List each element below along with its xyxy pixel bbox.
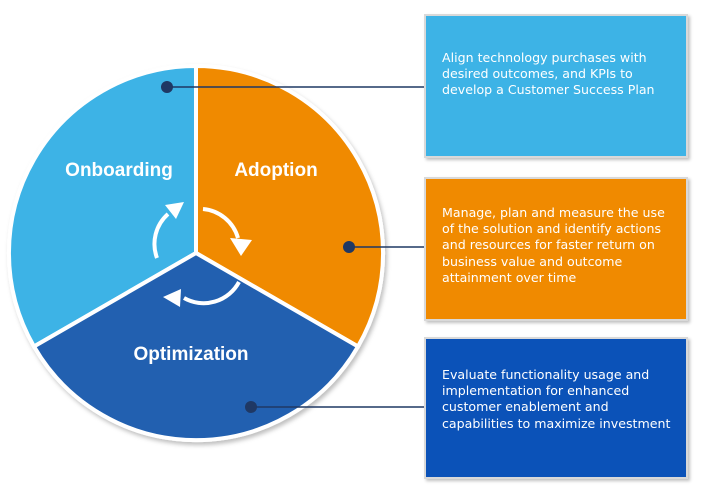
dot-icon (161, 81, 173, 93)
onboarding-card: Align technology purchases with desired … (424, 14, 688, 158)
optimization-label: Optimization (133, 344, 248, 365)
optimization-card-text: Evaluate functionality usage and impleme… (442, 367, 671, 431)
onboarding-segment (6, 63, 198, 350)
onboarding-label: Onboarding (65, 160, 173, 181)
connector-lines (167, 86, 424, 408)
adoption-segment (194, 63, 386, 350)
optimization-card: Evaluate functionality usage and impleme… (424, 337, 688, 479)
optimization-segment (31, 250, 361, 443)
adoption-card-text: Manage, plan and measure the use of the … (442, 205, 665, 285)
adoption-card: Manage, plan and measure the use of the … (424, 177, 688, 321)
adoption-label: Adoption (234, 160, 317, 181)
dot-icon (343, 241, 355, 253)
onboarding-card-text: Align technology purchases with desired … (442, 50, 655, 98)
dot-icon (245, 401, 257, 413)
cycle-wheel (6, 63, 386, 443)
circular-arrows-icon (152, 202, 252, 307)
